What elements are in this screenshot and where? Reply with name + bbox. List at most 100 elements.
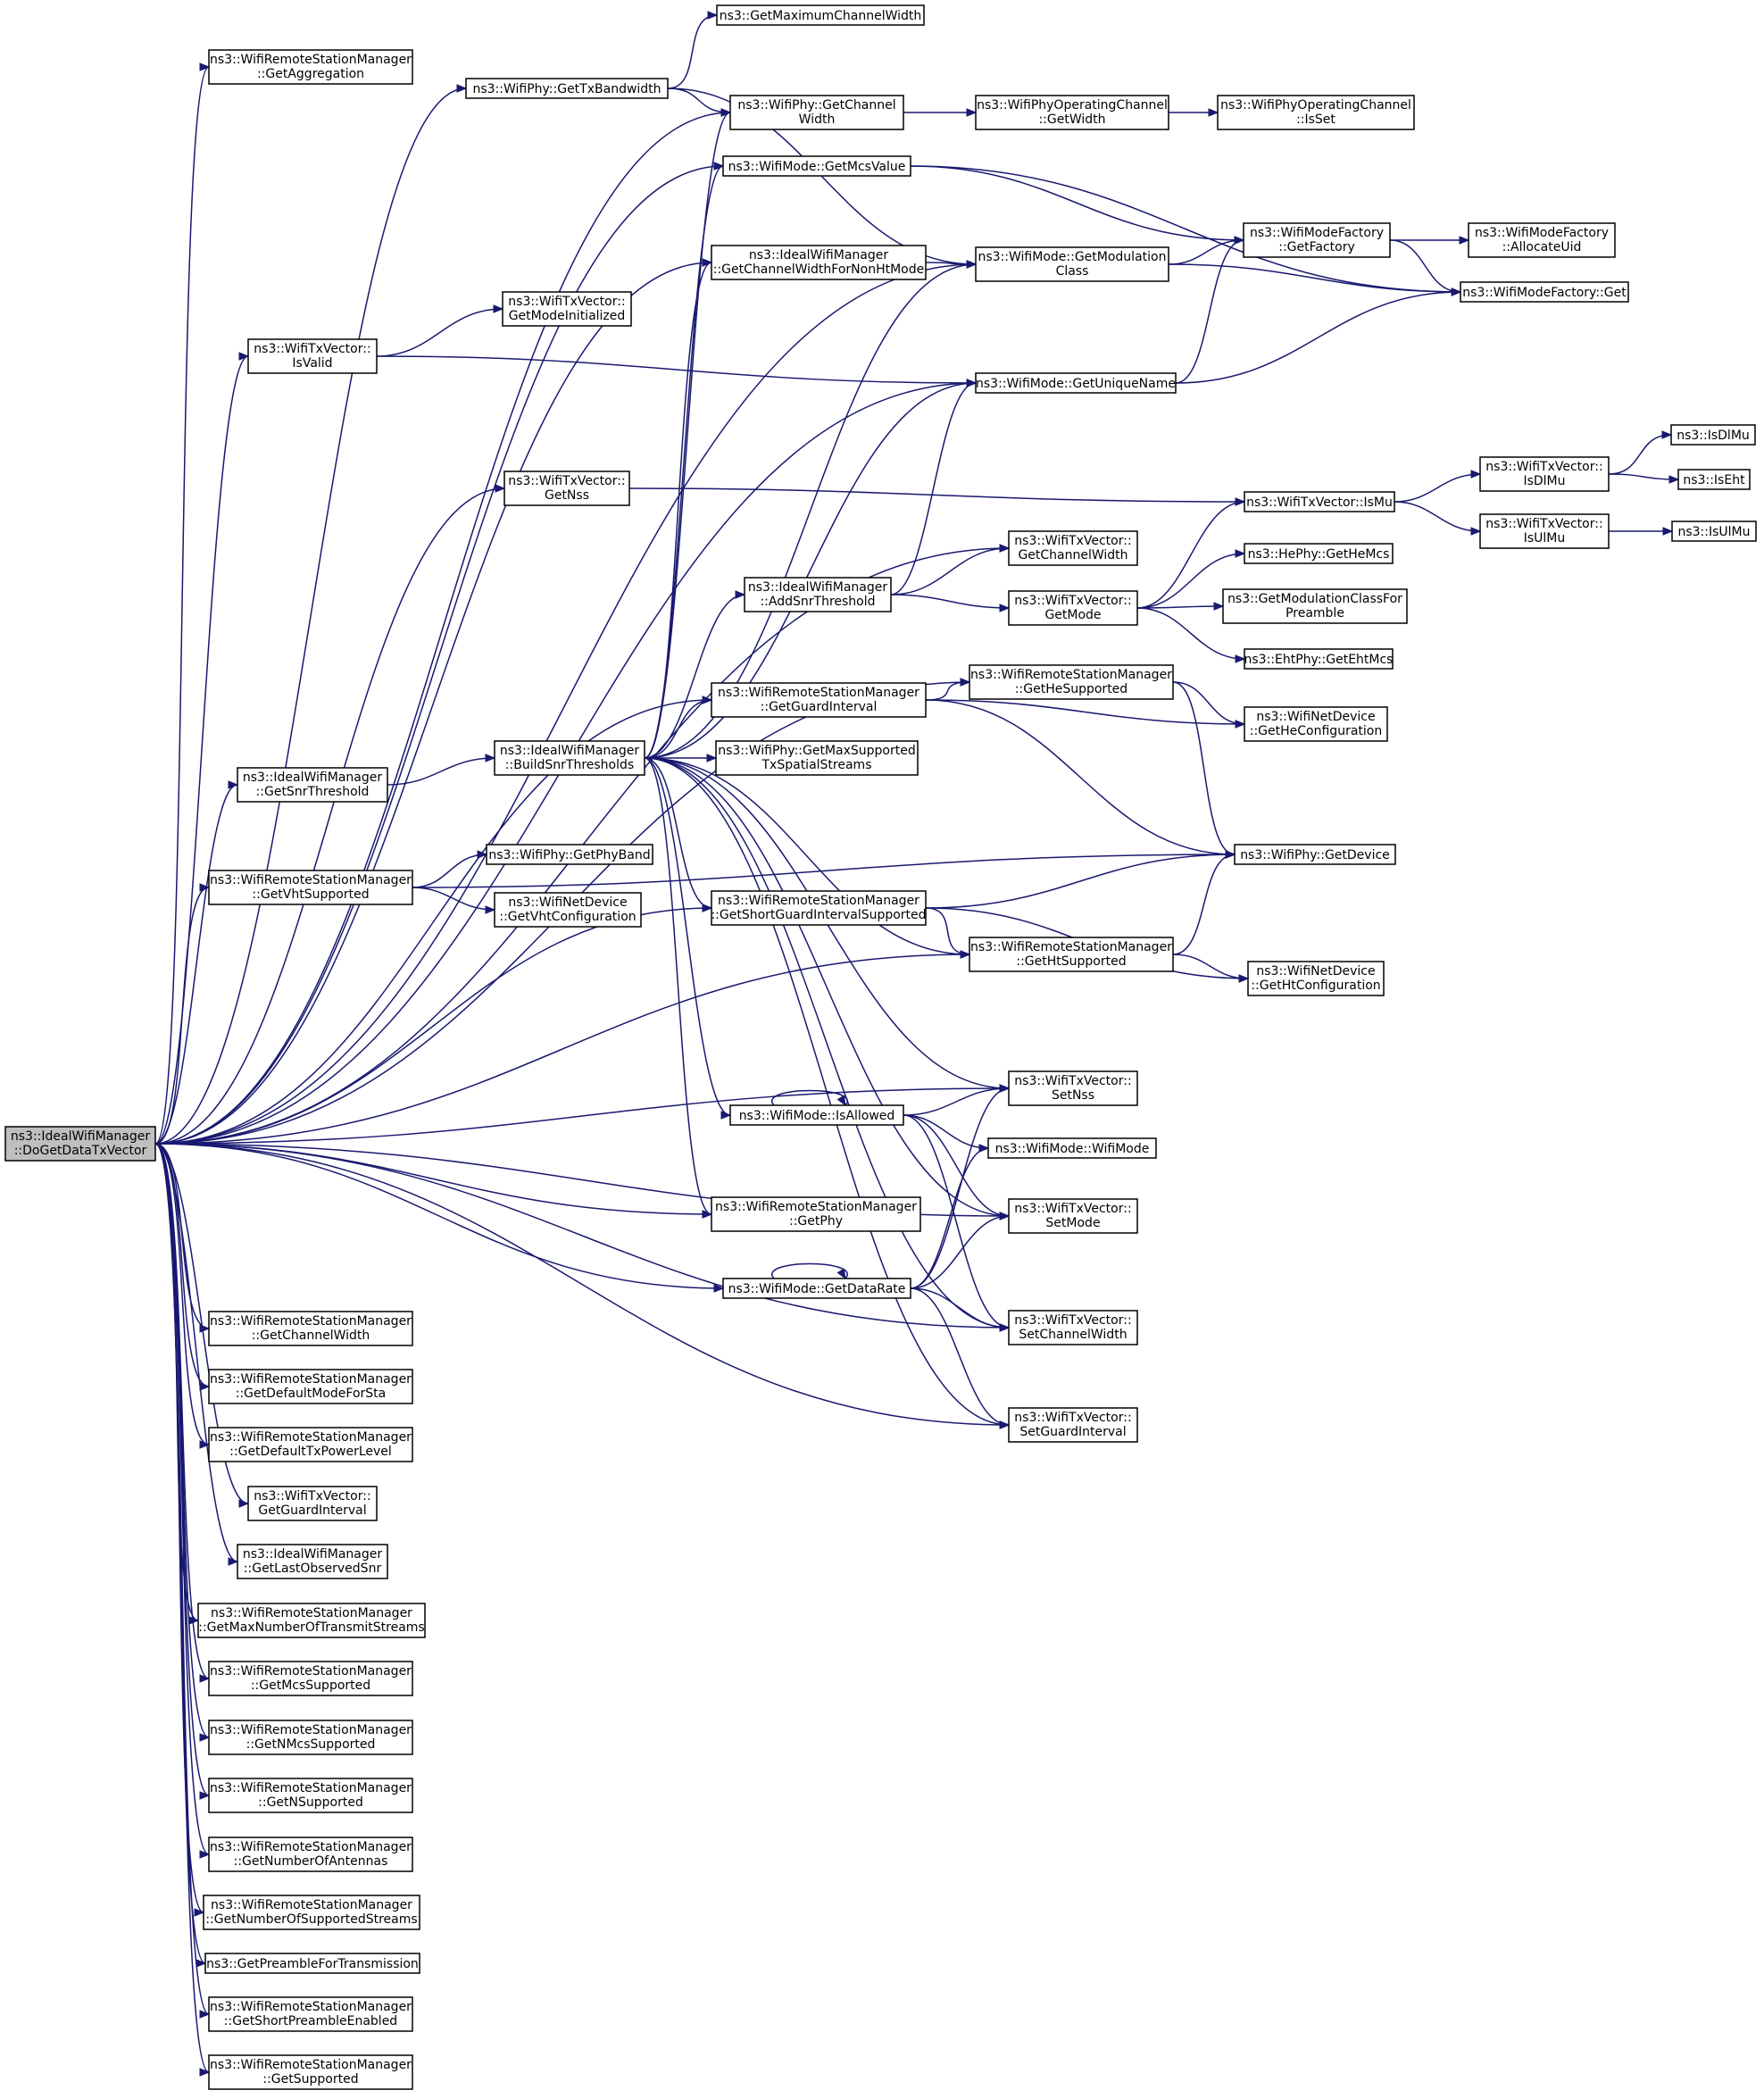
- node-label: ns3::WifiRemoteStationManager: [211, 1898, 412, 1912]
- node-txIsDlMu[interactable]: ns3::WifiTxVector::IsDlMu: [1479, 456, 1610, 492]
- node-getTxBandwidth[interactable]: ns3::WifiPhy::GetTxBandwidth: [465, 78, 669, 99]
- node-getAggregation[interactable]: ns3::WifiRemoteStationManager::GetAggreg…: [208, 49, 413, 85]
- node-isEht[interactable]: ns3::IsEht: [1677, 469, 1751, 490]
- node-setGuardInterval[interactable]: ns3::WifiTxVector::SetGuardInterval: [1008, 1407, 1138, 1443]
- node-box: [1008, 590, 1138, 626]
- node-getModeInitialized[interactable]: ns3::WifiTxVector::GetModeInitialized: [502, 291, 632, 327]
- node-isUlMu[interactable]: ns3::IsUlMu: [1671, 521, 1757, 542]
- node-getMcsSupported[interactable]: ns3::WifiRemoteStationManager::GetMcsSup…: [208, 1661, 413, 1696]
- node-txGetChannelWidth[interactable]: ns3::WifiTxVector::GetChannelWidth: [1008, 530, 1138, 566]
- edge-txGetMode-getHeMcs: [1136, 549, 1246, 609]
- node-getNMcsSupported[interactable]: ns3::WifiRemoteStationManager::GetNMcsSu…: [208, 1720, 413, 1755]
- node-label: ns3::WifiTxVector::: [1485, 460, 1602, 474]
- node-opChanIsSet[interactable]: ns3::WifiPhyOperatingChannel::IsSet: [1217, 95, 1415, 130]
- node-label: ns3::WifiRemoteStationManager: [210, 1723, 412, 1737]
- node-getPhyBand[interactable]: ns3::WifiPhy::GetPhyBand: [486, 844, 653, 865]
- node-box: [247, 338, 378, 374]
- node-allocateUid[interactable]: ns3::WifiModeFactory::AllocateUid: [1468, 222, 1616, 258]
- edge-line: [1136, 553, 1245, 609]
- node-getSnrThreshold[interactable]: ns3::IdealWifiManager::GetSnrThreshold: [237, 767, 388, 803]
- edge-arrow: [836, 1095, 846, 1107]
- node-getModulationClass[interactable]: ns3::WifiMode::GetModulationClass: [975, 246, 1169, 282]
- node-box: [208, 1720, 413, 1755]
- node-getShortGISupported[interactable]: ns3::WifiRemoteStationManager::GetShortG…: [711, 890, 927, 926]
- node-getVhtConfiguration[interactable]: ns3::WifiNetDevice::GetVhtConfiguration: [494, 892, 642, 928]
- edge-line: [154, 1087, 1010, 1145]
- node-wifiMode[interactable]: ns3::WifiMode::WifiMode: [987, 1137, 1157, 1159]
- node-box: [729, 95, 904, 130]
- node-txIsValid[interactable]: ns3::WifiTxVector::IsValid: [247, 338, 378, 374]
- node-getMaximumChannelWidth[interactable]: ns3::GetMaximumChannelWidth: [716, 4, 925, 26]
- edge-arrow: [999, 1323, 1011, 1332]
- node-buildSnrThresholds[interactable]: ns3::IdealWifiManager::BuildSnrThreshold…: [494, 740, 645, 776]
- node-getSupported[interactable]: ns3::WifiRemoteStationManager::GetSuppor…: [208, 2054, 413, 2090]
- node-opChanGetWidth[interactable]: ns3::WifiPhyOperatingChannel::GetWidth: [975, 95, 1169, 130]
- node-getEhtMcs[interactable]: ns3::EhtPhy::GetEhtMcs: [1244, 648, 1394, 670]
- node-setNss[interactable]: ns3::WifiTxVector::SetNss: [1008, 1070, 1138, 1106]
- node-rsmGetChannelWidth[interactable]: ns3::WifiRemoteStationManager::GetChanne…: [208, 1311, 413, 1346]
- edge-arrow: [966, 379, 978, 387]
- node-getNumberOfAntennas[interactable]: ns3::WifiRemoteStationManager::GetNumber…: [208, 1837, 413, 1872]
- node-getHeMcs[interactable]: ns3::HePhy::GetHeMcs: [1244, 543, 1394, 564]
- edge-arrow: [999, 544, 1011, 553]
- node-getDefaultTxPowerLevel[interactable]: ns3::WifiRemoteStationManager::GetDefaul…: [208, 1427, 413, 1462]
- node-box: [494, 740, 645, 776]
- node-getVhtSupported[interactable]: ns3::WifiRemoteStationManager::GetVhtSup…: [208, 870, 413, 905]
- edge-txIsMu-txIsDlMu: [1394, 470, 1482, 503]
- edge-line: [903, 1114, 1010, 1329]
- node-isAllowed[interactable]: ns3::WifiMode::IsAllowed: [729, 1104, 904, 1126]
- node-getMaxNumberOfTransmitStreams[interactable]: ns3::WifiRemoteStationManager::GetMaxNum…: [197, 1603, 426, 1638]
- node-root[interactable]: ns3::IdealWifiManager::DoGetDataTxVector: [4, 1126, 156, 1162]
- node-phyGetChannelWidth[interactable]: ns3::WifiPhy::GetChannelWidth: [729, 95, 904, 130]
- node-getUniqueName[interactable]: ns3::WifiMode::GetUniqueName: [975, 372, 1177, 394]
- node-getHtSupported[interactable]: ns3::WifiRemoteStationManager::GetHtSupp…: [969, 937, 1174, 972]
- node-setChannelWidth[interactable]: ns3::WifiTxVector::SetChannelWidth: [1008, 1310, 1138, 1345]
- node-getHeConfiguration[interactable]: ns3::WifiNetDevice::GetHeConfiguration: [1244, 706, 1388, 742]
- edge-line: [644, 594, 745, 759]
- node-box: [711, 1196, 921, 1232]
- node-getHtConfiguration[interactable]: ns3::WifiNetDevice::GetHtConfiguration: [1247, 961, 1385, 996]
- edge-root-getLastObservedSnr: [154, 1143, 239, 1566]
- node-label: ns3::IsUlMu: [1677, 525, 1750, 539]
- node-getNSupported[interactable]: ns3::WifiRemoteStationManager::GetNSuppo…: [208, 1778, 413, 1813]
- node-getLastObservedSnr[interactable]: ns3::IdealWifiManager::GetLastObservedSn…: [237, 1544, 388, 1579]
- node-getMaxSupportedTxSpatialStreams[interactable]: ns3::WifiPhy::GetMaxSupportedTxSpatialSt…: [715, 740, 919, 776]
- node-box: [204, 1953, 420, 1974]
- node-getDataRate[interactable]: ns3::WifiMode::GetDataRate: [722, 1278, 911, 1299]
- node-label: ns3::WifiNetDevice: [508, 895, 627, 910]
- node-getDevice[interactable]: ns3::WifiPhy::GetDevice: [1234, 844, 1396, 865]
- node-box: [208, 1427, 413, 1462]
- node-label: ns3::WifiTxVector::: [254, 342, 370, 356]
- node-isDlMu[interactable]: ns3::IsDlMu: [1670, 424, 1756, 446]
- node-label: ns3::WifiRemoteStationManager: [210, 2000, 412, 2014]
- node-getMcsValue[interactable]: ns3::WifiMode::GetMcsValue: [722, 155, 911, 177]
- node-txIsMu[interactable]: ns3::WifiTxVector::IsMu: [1244, 491, 1395, 512]
- edge-getModulationClass-getFactory: [1168, 236, 1245, 265]
- node-box: [208, 1837, 413, 1872]
- edge-line: [925, 262, 977, 265]
- node-getGuardInterval[interactable]: ns3::WifiRemoteStationManager::GetGuardI…: [711, 682, 927, 718]
- node-txIsUlMu[interactable]: ns3::WifiTxVector::IsUlMu: [1479, 513, 1610, 549]
- node-label: ns3::WifiModeFactory: [1475, 226, 1609, 240]
- node-getShortPreambleEnabled[interactable]: ns3::WifiRemoteStationManager::GetShortP…: [208, 1996, 413, 2032]
- node-getPhy[interactable]: ns3::WifiRemoteStationManager::GetPhy: [711, 1196, 921, 1232]
- edge-getDataRate-wifiMode: [910, 1144, 990, 1289]
- node-txGetMode[interactable]: ns3::WifiTxVector::GetMode: [1008, 590, 1138, 626]
- node-label: ns3::WifiPhy::GetPhyBand: [488, 848, 650, 862]
- node-txGetNss[interactable]: ns3::WifiTxVector::GetNss: [503, 471, 630, 506]
- node-setMode[interactable]: ns3::WifiTxVector::SetMode: [1008, 1198, 1138, 1234]
- node-getNumberOfSupportedStreams[interactable]: ns3::WifiRemoteStationManager::GetNumber…: [203, 1895, 420, 1930]
- node-box: [208, 2054, 413, 2090]
- node-box: [1008, 1198, 1138, 1234]
- node-getDefaultModeForSta[interactable]: ns3::WifiRemoteStationManager::GetDefaul…: [208, 1369, 413, 1404]
- node-addSnrThreshold[interactable]: ns3::IdealWifiManager::AddSnrThreshold: [744, 577, 892, 612]
- edge-line: [1136, 605, 1224, 609]
- edge-isAllowed-isAllowed: [771, 1089, 848, 1107]
- node-getPreambleForTransmission[interactable]: ns3::GetPreambleForTransmission: [204, 1953, 420, 1974]
- node-getFactory[interactable]: ns3::WifiModeFactory::GetFactory: [1243, 222, 1391, 258]
- node-getHeSupported[interactable]: ns3::WifiRemoteStationManager::GetHeSupp…: [969, 664, 1174, 700]
- node-txGetGuardInterval[interactable]: ns3::WifiTxVector::GetGuardInterval: [247, 1486, 378, 1521]
- node-factoryGet[interactable]: ns3::WifiModeFactory::Get: [1460, 281, 1629, 303]
- node-getChannelWidthForNonHtMode[interactable]: ns3::IdealWifiManager::GetChannelWidthFo…: [711, 245, 927, 280]
